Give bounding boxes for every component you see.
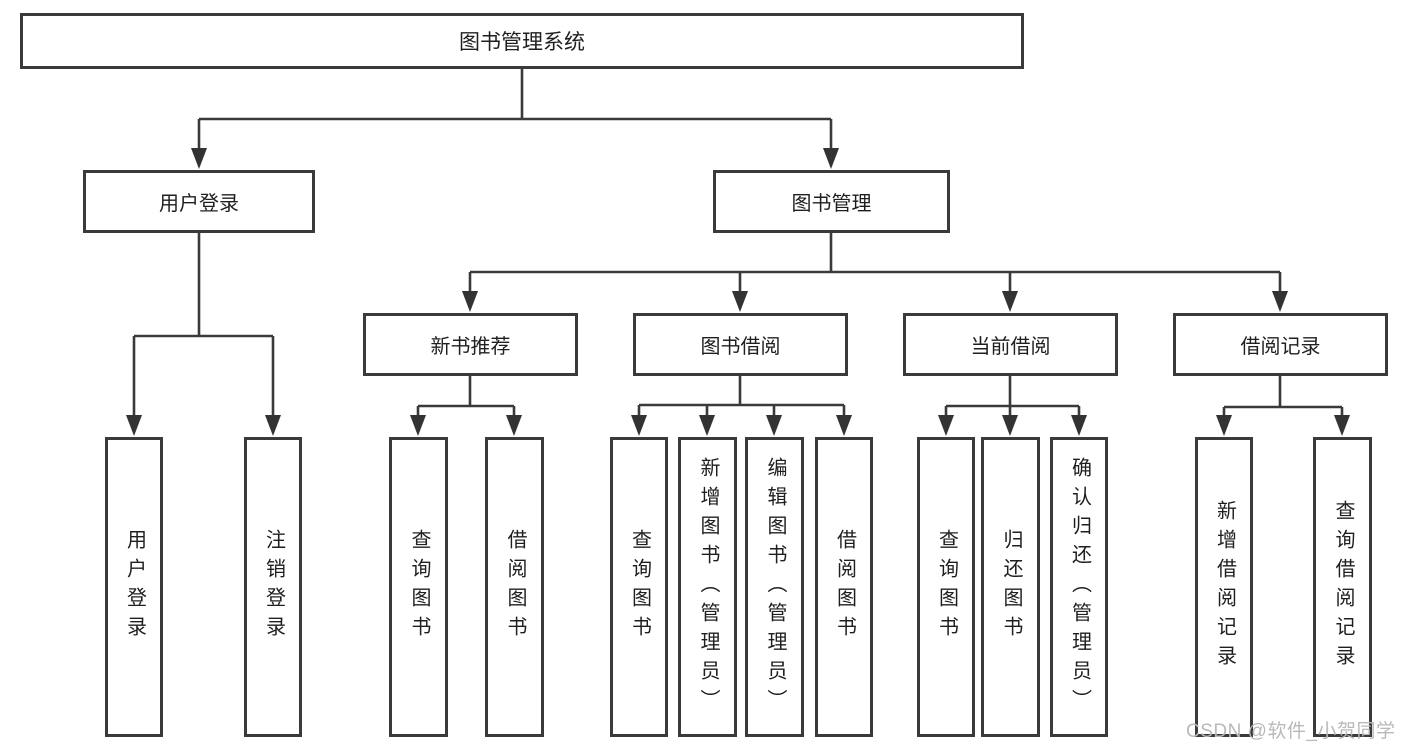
leaf-borrow-add-books-admin: 新增图书（管理员） [678,437,737,737]
node-current-borrowing: 当前借阅 [903,313,1118,376]
leaf-current-confirm-return-admin: 确认归还（管理员） [1050,437,1108,737]
node-root-library-system: 图书管理系统 [20,13,1024,69]
node-book-borrowing: 图书借阅 [633,313,848,376]
leaf-current-query-books: 查询图书 [917,437,975,737]
leaf-records-add-record: 新增借阅记录 [1195,437,1253,737]
arrowheads [126,148,1350,436]
leaf-borrow-edit-books-admin: 编辑图书（管理员） [745,437,804,737]
leaf-recommend-borrow-books: 借阅图书 [485,437,544,737]
leaf-records-query-record: 查询借阅记录 [1313,437,1372,737]
leaf-borrow-query-books: 查询图书 [610,437,668,737]
leaf-user-login: 用户登录 [105,437,163,737]
leaf-current-return-books: 归还图书 [981,437,1040,737]
csdn-watermark: CSDN @软件_小贺同学 [1186,721,1396,742]
leaf-logout: 注销登录 [244,437,302,737]
node-borrowing-records: 借阅记录 [1173,313,1388,376]
node-user-login: 用户登录 [83,170,315,233]
leaf-recommend-query-books: 查询图书 [389,437,448,737]
node-book-management: 图书管理 [713,170,950,233]
leaf-borrow-borrow-books: 借阅图书 [815,437,873,737]
node-new-book-recommend: 新书推荐 [363,313,578,376]
